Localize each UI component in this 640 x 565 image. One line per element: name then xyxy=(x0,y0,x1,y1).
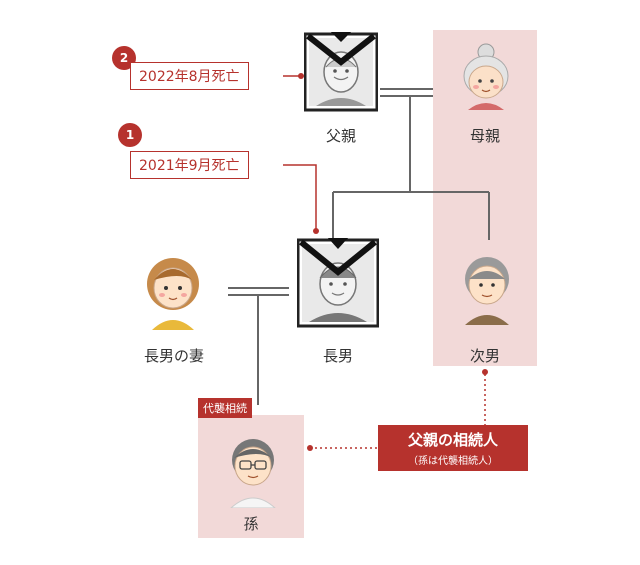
father-heirs-title: 父親の相続人 xyxy=(407,431,498,449)
event-badge-1: 1 xyxy=(118,123,142,147)
father-label: 父親 xyxy=(325,127,356,145)
father-portrait xyxy=(304,32,378,112)
eldest-son-wife-avatar xyxy=(140,250,206,330)
grandchild-avatar xyxy=(221,428,285,508)
second-son-avatar xyxy=(455,245,519,325)
eldest-son-wife-label: 長男の妻 xyxy=(143,347,204,365)
mother-label: 母親 xyxy=(469,127,500,145)
mother-avatar xyxy=(454,40,518,110)
event-callout-2: 2022年8月死亡 xyxy=(130,62,249,90)
eldest-son-portrait xyxy=(297,238,379,328)
second-son-label: 次男 xyxy=(469,347,500,365)
grandchild-label: 孫 xyxy=(243,515,259,533)
substitute-inheritance-tag: 代襲相続 xyxy=(198,398,252,418)
eldest-son-label: 長男 xyxy=(322,347,353,365)
event-callout-1: 2021年9月死亡 xyxy=(130,151,249,179)
father-heirs-subtitle: （孫は代襲相続人） xyxy=(408,456,498,467)
father-heirs-box: 父親の相続人 （孫は代襲相続人） xyxy=(378,425,528,471)
